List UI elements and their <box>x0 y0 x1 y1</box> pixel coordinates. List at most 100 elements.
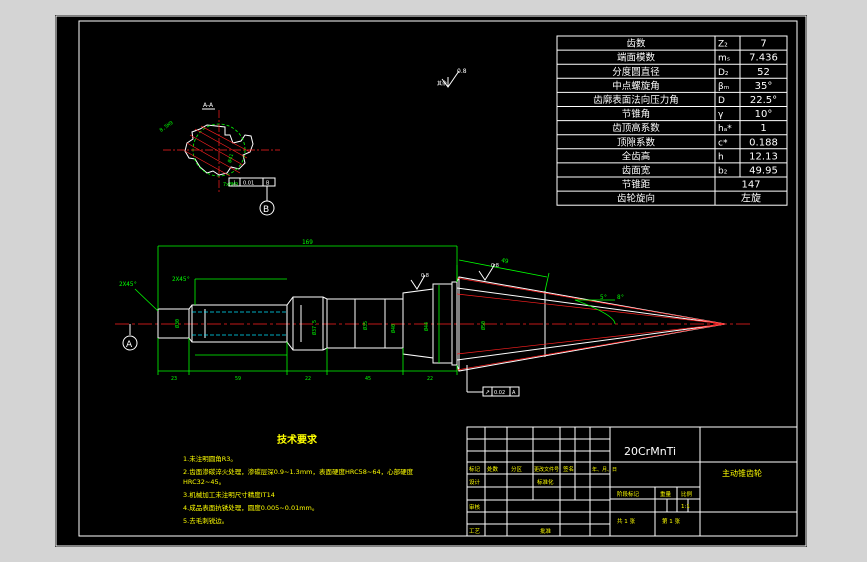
param-symbol: mₛ <box>718 54 730 64</box>
drawing-viewport[interactable]: 齿数 Z₂ 7 端面模数 mₛ 7.436 分度圆直径 D₂ 52 中点螺旋角 βₘ 35° 齿廓表面法… <box>55 15 807 547</box>
svg-text:45: 45 <box>365 376 371 382</box>
svg-text:4.成品表面抗锈处理，圆度0.005~0.01mm。: 4.成品表面抗锈处理，圆度0.005~0.01mm。 <box>183 503 318 512</box>
datum-b-label: B <box>263 205 269 215</box>
outer-frame <box>55 15 807 547</box>
svg-text:签名: 签名 <box>563 465 574 473</box>
param-name: 分度圆直径 <box>612 66 660 78</box>
svg-text:0.8: 0.8 <box>457 68 467 75</box>
svg-text:22: 22 <box>305 376 311 382</box>
svg-text:A: A <box>512 390 516 396</box>
svg-text:处数: 处数 <box>487 465 499 473</box>
cad-drawing: 齿数 Z₂ 7 端面模数 mₛ 7.436 分度圆直径 D₂ 52 中点螺旋角 βₘ 35° 齿廓表面法… <box>55 15 807 547</box>
svg-text:7x8H9: 7x8H9 <box>223 182 238 188</box>
svg-text:Ø35: Ø35 <box>362 321 369 330</box>
param-name: 节锥距 <box>622 179 651 191</box>
param-value: 12.13 <box>749 151 778 162</box>
param-symbol: D <box>718 96 725 106</box>
svg-text:3.机械加工未注明尺寸精度IT14: 3.机械加工未注明尺寸精度IT14 <box>183 490 275 499</box>
technical-requirements: 技术要求 1.未注明圆角R3。 2.齿面渗碳淬火处理，渗碳层深0.9~1.3mm… <box>183 433 414 525</box>
svg-text:Ø40: Ø40 <box>390 324 397 333</box>
param-value: 49.95 <box>749 166 778 177</box>
svg-text:HRC32~45。: HRC32~45。 <box>183 478 225 486</box>
svg-text:8.5H9: 8.5H9 <box>159 120 175 134</box>
param-name: 端面模数 <box>617 52 656 64</box>
parameter-table: 齿数 Z₂ 7 端面模数 mₛ 7.436 分度圆直径 D₂ 52 中点螺旋角 βₘ 35° 齿廓表面法… <box>556 35 788 206</box>
svg-text:重量: 重量 <box>660 490 672 498</box>
param-value: 左旋 <box>741 192 761 205</box>
svg-text:A-A: A-A <box>203 102 214 109</box>
svg-text:1.未注明圆角R3。: 1.未注明圆角R3。 <box>183 454 237 463</box>
param-symbol: βₘ <box>718 82 730 92</box>
svg-text:Ø44: Ø44 <box>423 322 430 331</box>
inner-frame <box>78 20 798 537</box>
svg-text:23: 23 <box>171 376 177 382</box>
part-name: 主动锥齿轮 <box>722 468 762 478</box>
svg-text:审核: 审核 <box>469 503 481 511</box>
svg-text:8°: 8° <box>617 294 624 301</box>
param-name: 齿数 <box>626 38 646 50</box>
svg-text:↗: ↗ <box>485 389 490 396</box>
svg-text:0.01: 0.01 <box>243 181 254 187</box>
param-value: 7.436 <box>749 53 778 64</box>
svg-text:0.02: 0.02 <box>494 390 505 396</box>
svg-text:年、月、日: 年、月、日 <box>592 466 617 473</box>
param-symbol: Z₂ <box>718 40 728 50</box>
svg-text:2.齿面渗碳淬火处理，渗碳层深0.9~1.3mm，表面硬度H: 2.齿面渗碳淬火处理，渗碳层深0.9~1.3mm，表面硬度HRC58~64，心部… <box>183 467 414 476</box>
param-value: 0.188 <box>749 137 778 148</box>
svg-text:共 1 张: 共 1 张 <box>617 517 635 525</box>
material-label: 20CrMnTi <box>624 445 676 458</box>
param-name: 顶隙系数 <box>617 136 656 148</box>
param-name: 齿面宽 <box>622 165 651 177</box>
svg-text:批准: 批准 <box>540 527 552 535</box>
svg-text:其余: 其余 <box>437 80 447 87</box>
param-symbol: b₂ <box>718 167 728 177</box>
svg-text:5.去毛刺锐边。: 5.去毛刺锐边。 <box>183 516 228 525</box>
svg-text:1:1: 1:1 <box>681 504 690 510</box>
svg-text:标准化: 标准化 <box>537 478 554 486</box>
svg-text:0.8: 0.8 <box>491 263 499 269</box>
svg-text:5°: 5° <box>600 294 607 301</box>
svg-text:2X45°: 2X45° <box>172 276 190 283</box>
param-name: 节锥角 <box>622 108 651 120</box>
svg-text:分区: 分区 <box>511 465 523 473</box>
param-symbol: γ <box>718 110 724 120</box>
svg-text:第 1 张: 第 1 张 <box>662 517 680 525</box>
param-value: 52 <box>757 67 770 78</box>
param-value: 7 <box>760 39 766 50</box>
svg-text:Ø37.5: Ø37.5 <box>311 320 318 335</box>
title-block: 20CrMnTi 主动锥齿轮 标记 处数 分区 更改文件号 签名 年、月、日 设… <box>466 426 798 537</box>
param-symbol: D₂ <box>718 68 729 78</box>
svg-text:2X45°: 2X45° <box>119 281 137 288</box>
svg-text:0.8: 0.8 <box>421 273 429 279</box>
param-name: 全齿高 <box>622 150 651 162</box>
param-value: 1 <box>760 123 766 134</box>
svg-text:标记: 标记 <box>469 465 481 473</box>
svg-text:设计: 设计 <box>469 478 481 486</box>
svg-text:169: 169 <box>302 239 313 246</box>
datum-a-label: A <box>126 340 133 350</box>
surface-roughness-symbol: 0.8 其余 <box>437 68 467 88</box>
param-value: 147 <box>741 180 760 191</box>
param-value: 10° <box>755 109 773 120</box>
svg-text:比例: 比例 <box>681 490 693 498</box>
param-name: 齿廓表面法向压力角 <box>593 94 679 106</box>
param-symbol: hₐ* <box>718 124 732 134</box>
param-name: 齿轮旋向 <box>617 193 655 205</box>
param-name: 齿顶高系数 <box>612 122 660 134</box>
svg-text:49: 49 <box>501 257 510 265</box>
param-name: 中点螺旋角 <box>612 80 660 92</box>
svg-text:22: 22 <box>427 376 433 382</box>
param-symbol: c* <box>718 138 728 148</box>
param-value: 35° <box>755 81 773 92</box>
main-shaft-view: 169 2X45° 2X45° 49 23 59 22 45 22 Ø30 Ø3… <box>115 239 750 397</box>
svg-text:工艺: 工艺 <box>469 528 481 535</box>
section-view-a-a: A-A 8.5H9 Ø41 7x8H9 ⊥ 0.01 B B <box>159 102 280 216</box>
svg-text:59: 59 <box>235 376 241 382</box>
notes-title: 技术要求 <box>277 433 318 446</box>
svg-text:阶段标记: 阶段标记 <box>617 490 640 498</box>
svg-text:Ø30: Ø30 <box>174 319 181 328</box>
svg-text:Ø41: Ø41 <box>226 153 235 164</box>
svg-text:⊥: ⊥ <box>232 180 237 187</box>
svg-text:Ø50: Ø50 <box>480 321 487 330</box>
param-symbol: h <box>718 152 724 162</box>
